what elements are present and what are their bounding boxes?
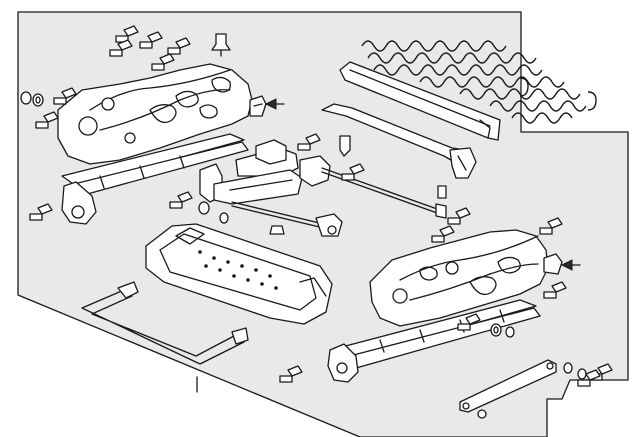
front-rail (339, 61, 501, 141)
bolts (29, 25, 613, 387)
left-side-frame (57, 63, 253, 225)
washers-nuts (20, 91, 587, 380)
studs (211, 33, 447, 199)
callout-arrow-left (264, 98, 285, 110)
rear-bar (321, 103, 477, 179)
right-side-frame (327, 229, 549, 383)
left-callout-part (249, 95, 267, 117)
seat-pan (145, 223, 333, 325)
callout-arrow-right (560, 259, 581, 271)
center-motor-assembly (199, 139, 447, 219)
seat-springs (361, 40, 597, 124)
right-callout-part (543, 253, 563, 275)
link-rod (459, 359, 557, 419)
lift-bar (81, 281, 249, 365)
torsion-rod (231, 201, 343, 237)
